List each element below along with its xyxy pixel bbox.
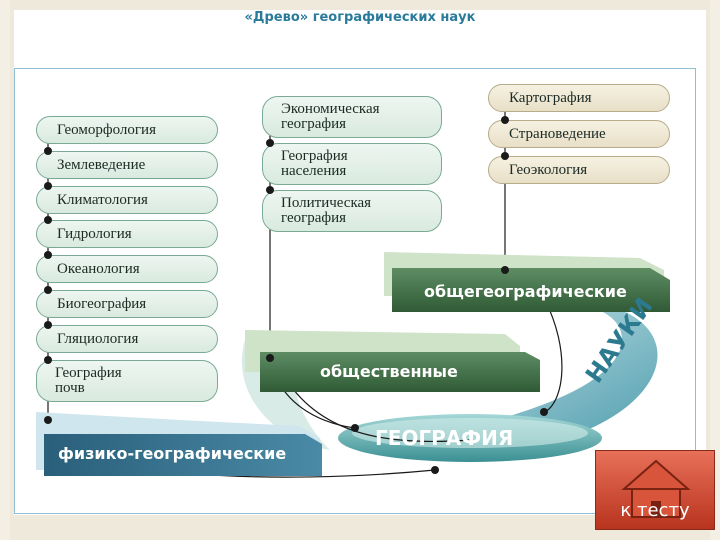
physical-item-oceanology: Океанология: [36, 255, 218, 283]
connector-dot: [501, 266, 509, 274]
physical-label: физико-географические: [58, 444, 287, 463]
physical-item-earth-science: Землеведение: [36, 151, 218, 179]
general-item-cartography: Картография: [488, 84, 670, 112]
social-band: [260, 352, 540, 392]
population-line-1: География: [281, 148, 348, 164]
general-item-country-studies: Страноведение: [488, 120, 670, 148]
connector-dot: [44, 321, 52, 329]
physical-item-glaciology: Гляциология: [36, 325, 218, 353]
connector-dot: [266, 186, 274, 194]
social-label: общественные: [320, 362, 458, 381]
physical-item-hydrology: Гидрология: [36, 220, 218, 248]
soil-geography-line-1: География: [55, 365, 122, 381]
connector-dot: [44, 216, 52, 224]
to-test-button[interactable]: к тесту: [595, 450, 715, 530]
slide-title: «Древо» географических наук: [244, 10, 476, 25]
political-line-1: Политическая: [281, 195, 372, 211]
economic-line-1: Экономическая: [281, 101, 380, 117]
sciences-swoosh: [380, 300, 658, 452]
geography-label: ГЕОГРАФИЯ: [375, 426, 514, 450]
connector-dot: [44, 182, 52, 190]
physical-item-geomorphology: Геоморфология: [36, 116, 218, 144]
connector-dot: [540, 408, 548, 416]
connector-dot: [44, 286, 52, 294]
general-label: общегеографические: [424, 282, 627, 301]
connector-dot: [44, 251, 52, 259]
general-band: [392, 268, 670, 312]
connector-dot: [501, 152, 509, 160]
connector-dot: [431, 466, 439, 474]
home-icon: [621, 459, 691, 518]
connector-dot: [351, 424, 359, 432]
connector-dot: [44, 416, 52, 424]
general-item-geoecology: Геоэкология: [488, 156, 670, 184]
economic-line-2: география: [281, 116, 347, 132]
connector-dot: [501, 116, 509, 124]
connector-dot: [266, 354, 274, 362]
physical-item-biogeography: Биогеография: [36, 290, 218, 318]
connector-dot: [266, 139, 274, 147]
physical-band: [44, 434, 322, 476]
physical-item-climatology: Климатология: [36, 186, 218, 214]
connector-dot: [44, 356, 52, 364]
political-line-2: география: [281, 210, 347, 226]
population-line-2: населения: [281, 163, 347, 179]
soil-geography-line-2: почв: [55, 380, 85, 396]
to-test-label: к тесту: [620, 500, 690, 521]
connector-dot: [44, 147, 52, 155]
